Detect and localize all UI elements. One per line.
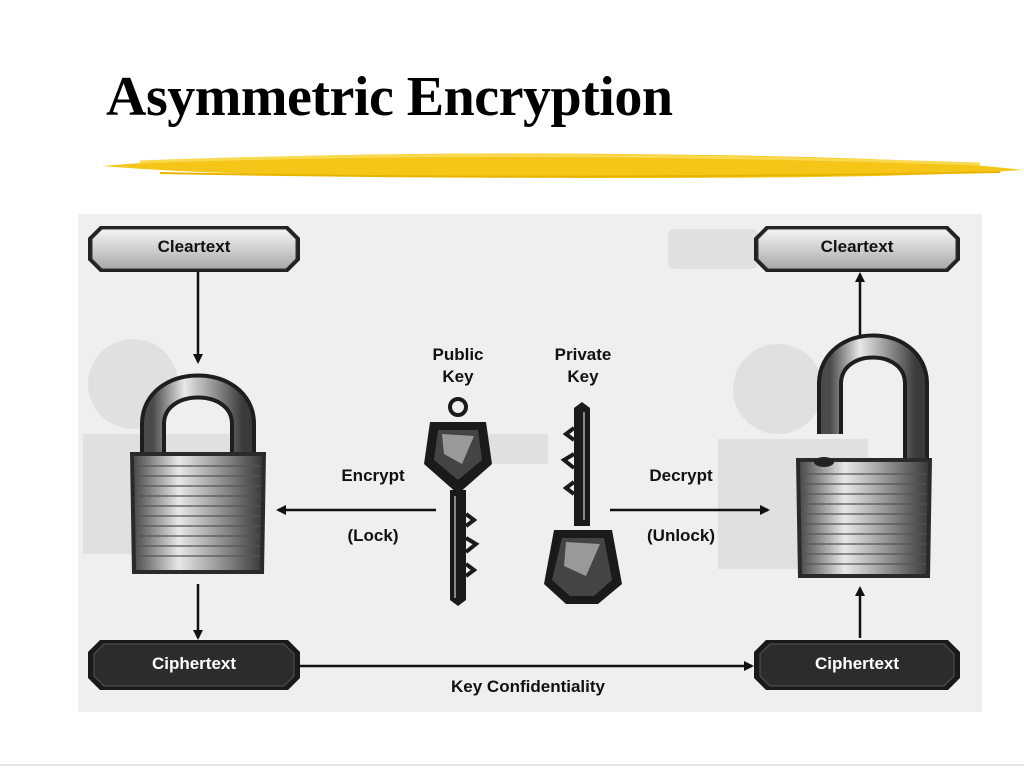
private-key-label: Private Key [554, 345, 612, 386]
right-cleartext-box [754, 226, 960, 272]
public-key-icon [424, 397, 492, 606]
right-ciphertext-box [754, 640, 960, 690]
left-ciphertext-label: Ciphertext [151, 654, 237, 673]
asymmetric-encryption-diagram: Cleartext Cleartext Ciphertext Ciphertex… [78, 214, 982, 712]
flow-arrows [193, 272, 865, 671]
footer-divider [0, 764, 1024, 766]
encrypt-label: Encrypt [341, 466, 405, 485]
right-ciphertext-label: Ciphertext [814, 654, 900, 673]
title-highlight-stroke [102, 153, 1022, 178]
unlock-label: (Unlock) [647, 526, 715, 545]
private-key-icon [544, 402, 622, 604]
right-cleartext-label: Cleartext [820, 237, 894, 256]
left-cleartext-label: Cleartext [157, 237, 231, 256]
left-ciphertext-box [88, 640, 300, 690]
diagram-graphics [83, 226, 960, 690]
open-padlock-icon [796, 333, 932, 578]
closed-padlock-icon [130, 373, 266, 574]
key-confidentiality-label: Key Confidentiality [451, 677, 605, 696]
slide-title: Asymmetric Encryption [106, 66, 673, 128]
public-key-label: Public Key [432, 345, 484, 386]
left-cleartext-box [88, 226, 300, 272]
decrypt-label: Decrypt [649, 466, 713, 485]
lock-label: (Lock) [347, 526, 399, 545]
